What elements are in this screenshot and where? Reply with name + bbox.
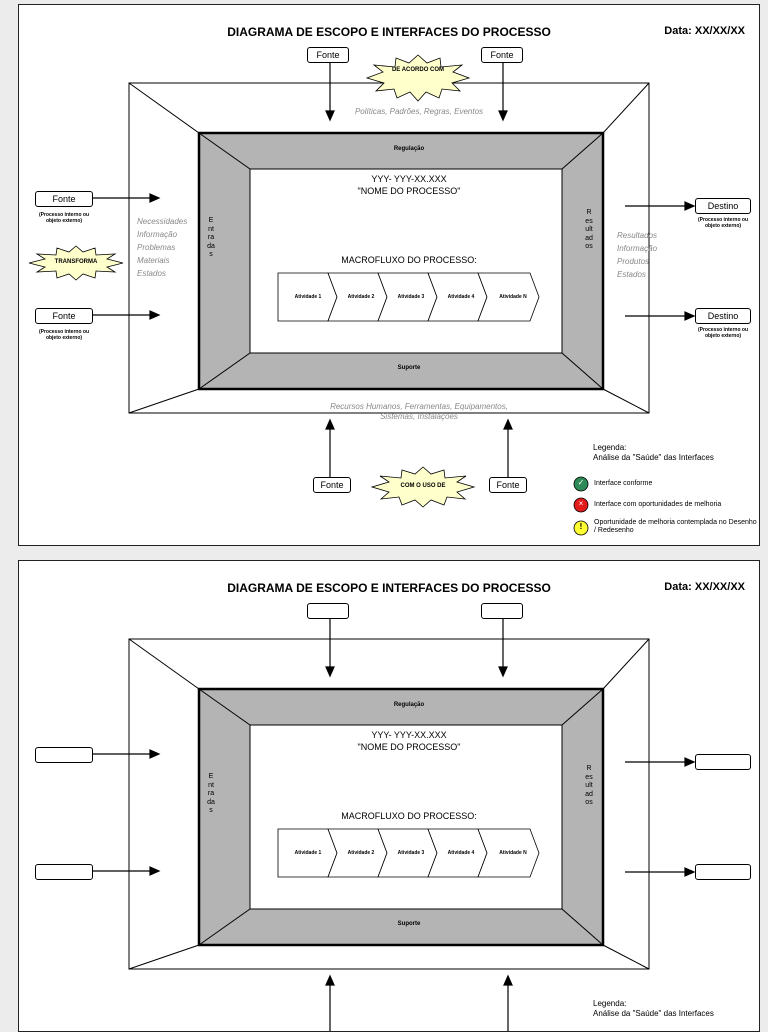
right-output-item: Estados xyxy=(617,270,646,279)
fonte-note-left-2: (Processo interno ou objeto externo) xyxy=(38,329,89,341)
fonte-box-top-left: Fonte xyxy=(307,47,349,63)
activity-2-blank: Atividade 2 xyxy=(347,850,375,856)
process-name: "NOME DO PROCESSO" xyxy=(357,186,461,196)
entradas-label-blank: Entradas xyxy=(207,773,215,814)
transforma-label: TRANSFORMA xyxy=(54,259,98,265)
left-input-item: Estados xyxy=(137,269,166,278)
legend-item-3: Oportunidade de melhoria contemplada no … xyxy=(594,519,757,534)
de-acordo-com-label: DE ACORDO COM xyxy=(391,67,445,73)
regulacao-label-blank: Regulação xyxy=(393,702,425,708)
starburst-com-o-uso xyxy=(370,466,476,508)
fonte-box-left-1: Fonte xyxy=(35,191,93,207)
macrofluxo-label-blank: MACROFLUXO DO PROCESSO: xyxy=(341,811,477,821)
left-inputs-list: Necessidades Informação Problemas Materi… xyxy=(137,215,199,280)
resultados-label-blank: Resultados xyxy=(585,765,593,806)
right-output-item: Informação xyxy=(617,244,658,253)
activity-n: Atividade N xyxy=(499,294,527,300)
date-label-blank: Data: XX/XX/XX xyxy=(664,581,745,593)
top-inputs-text: Políticas, Padrões, Regras, Eventos xyxy=(354,107,484,116)
legend-subtitle: Análise da "Saúde" das Interfaces xyxy=(593,453,714,462)
bottom-inputs-text: Recursos Humanos, Ferramentas, Equipamen… xyxy=(309,402,529,422)
empty-box-top-right xyxy=(481,603,523,619)
legend-title-blank: Legenda: xyxy=(593,999,627,1008)
left-input-item: Problemas xyxy=(137,243,176,252)
activity-3-blank: Atividade 3 xyxy=(397,850,425,856)
activity-4-blank: Atividade 4 xyxy=(447,850,475,856)
legend-item-1: Interface conforme xyxy=(594,480,653,487)
regulacao-label: Regulação xyxy=(393,146,425,152)
destino-note-2: (Processo interno ou objeto externo) xyxy=(697,327,748,339)
diagram-frame-blank xyxy=(93,619,696,1031)
left-input-item: Necessidades xyxy=(137,217,188,226)
process-code: YYY- YYY-XX.XXX xyxy=(371,174,447,184)
empty-box-left-1 xyxy=(35,747,93,763)
left-input-item: Materiais xyxy=(137,256,170,265)
diagram-page-blank: DIAGRAMA DE ESCOPO E INTERFACES DO PROCE… xyxy=(18,560,760,1032)
left-input-item: Informação xyxy=(137,230,178,239)
starburst-transforma xyxy=(28,245,124,281)
activity-4: Atividade 4 xyxy=(447,294,475,300)
bottom-input-line: Recursos Humanos, Ferramentas, Equipamen… xyxy=(330,402,508,411)
fonte-box-bottom-right: Fonte xyxy=(489,477,527,493)
process-code-blank: YYY- YYY-XX.XXX xyxy=(371,730,447,740)
fonte-box-left-2: Fonte xyxy=(35,308,93,324)
destino-box-1: Destino xyxy=(695,198,751,214)
fonte-box-top-right: Fonte xyxy=(481,47,523,63)
destino-box-2: Destino xyxy=(695,308,751,324)
right-outputs-list: Resultados Informação Produtos Estados xyxy=(617,229,677,281)
legend-title: Legenda: xyxy=(593,443,627,452)
legend-subtitle-blank: Análise da "Saúde" das Interfaces xyxy=(593,1009,714,1018)
starburst-de-acordo xyxy=(365,54,471,102)
exclamation-icon: ! xyxy=(579,522,583,531)
destino-note-1: (Processo interno ou objeto externo) xyxy=(697,217,748,229)
fonte-note-left-1: (Processo interno ou objeto externo) xyxy=(38,212,89,224)
activity-n-blank: Atividade N xyxy=(499,850,527,856)
activity-2: Atividade 2 xyxy=(347,294,375,300)
bottom-input-line: Sistemas, Instalações xyxy=(380,412,458,421)
empty-box-top-left xyxy=(307,603,349,619)
activity-1-blank: Atividade 1 xyxy=(294,850,322,856)
date-label: Data: XX/XX/XX xyxy=(664,25,745,37)
activity-1: Atividade 1 xyxy=(294,294,322,300)
diagram-title: DIAGRAMA DE ESCOPO E INTERFACES DO PROCE… xyxy=(227,25,551,39)
check-icon: ✓ xyxy=(577,478,585,487)
diagram-title-blank: DIAGRAMA DE ESCOPO E INTERFACES DO PROCE… xyxy=(227,581,551,595)
process-name-blank: "NOME DO PROCESSO" xyxy=(357,742,461,752)
cross-icon: × xyxy=(578,499,584,508)
diagram-page-filled: DIAGRAMA DE ESCOPO E INTERFACES DO PROCE… xyxy=(18,4,760,546)
empty-box-left-2 xyxy=(35,864,93,880)
entradas-label: Entradas xyxy=(207,217,215,258)
com-o-uso-de-label: COM O USO DE xyxy=(400,483,446,489)
diagram-frame xyxy=(28,54,696,536)
right-output-item: Produtos xyxy=(617,257,650,266)
activity-3: Atividade 3 xyxy=(397,294,425,300)
empty-box-right-1 xyxy=(695,754,751,770)
macrofluxo-label: MACROFLUXO DO PROCESSO: xyxy=(341,255,477,265)
empty-box-right-2 xyxy=(695,864,751,880)
legend-item-2: Interface com oportunidades de melhoria xyxy=(594,501,722,508)
right-output-item: Resultados xyxy=(617,231,658,240)
suporte-label-blank: Suporte xyxy=(397,921,421,927)
resultados-label: Resultados xyxy=(585,209,593,250)
suporte-label: Suporte xyxy=(397,365,421,371)
fonte-box-bottom-left: Fonte xyxy=(313,477,351,493)
